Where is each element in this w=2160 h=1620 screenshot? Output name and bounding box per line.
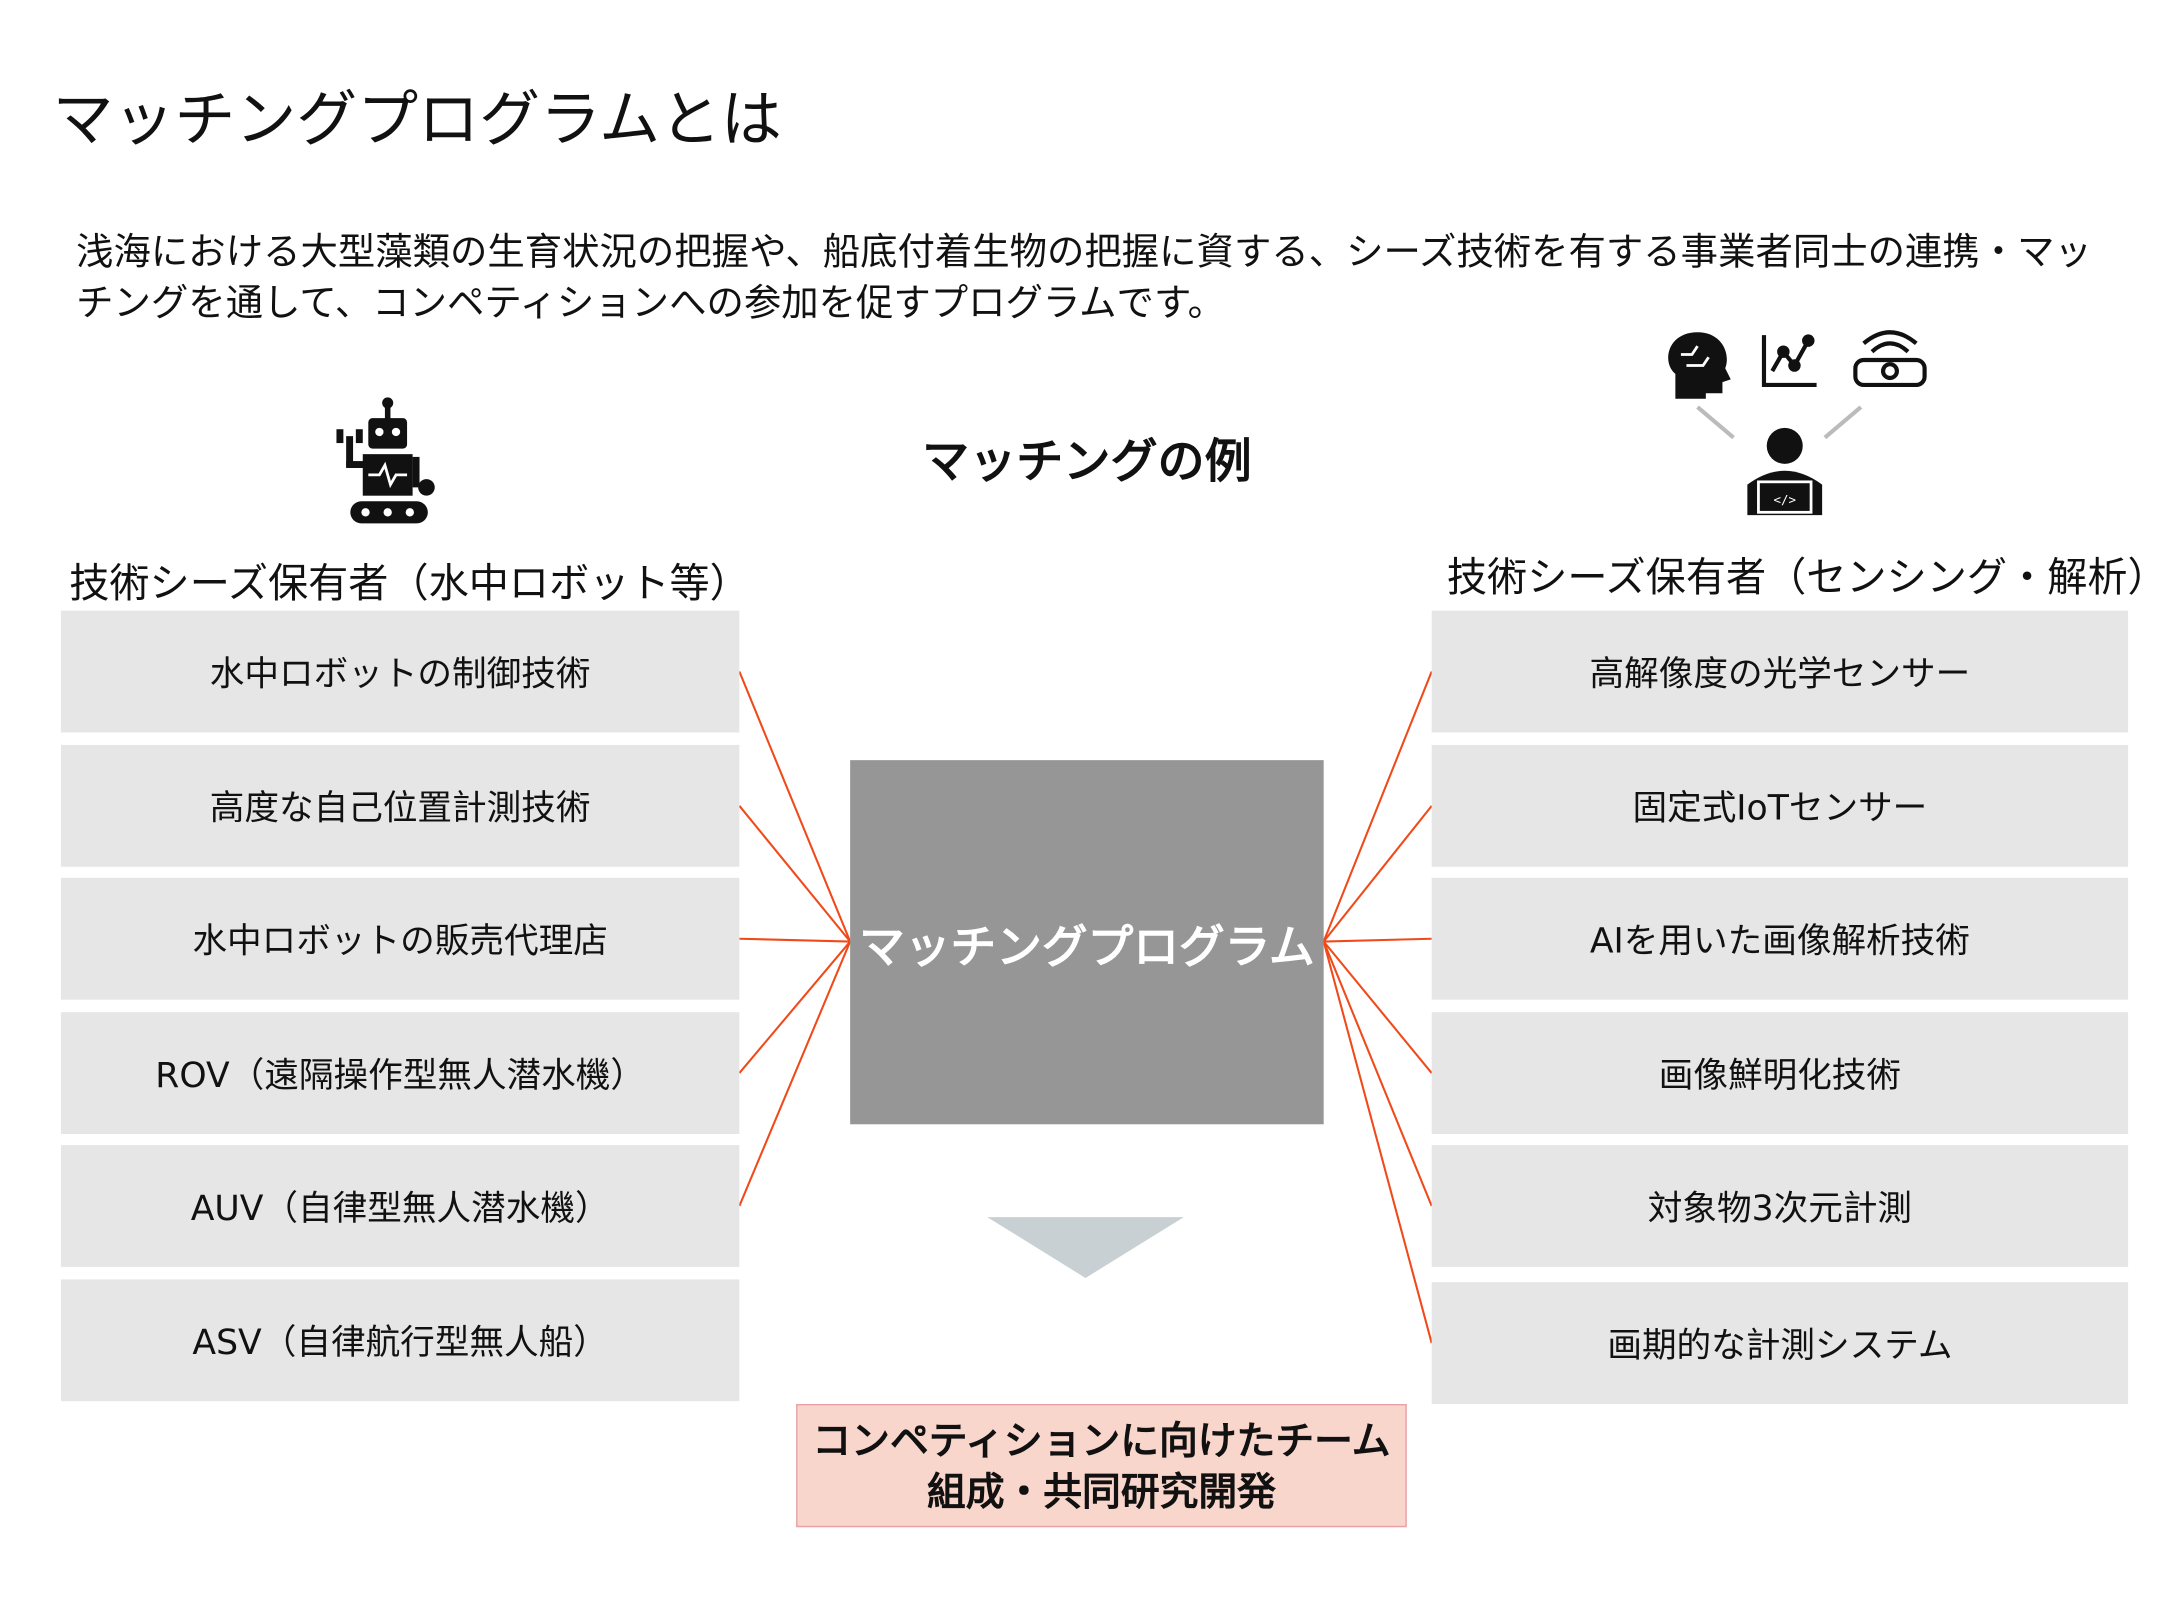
left-item: 水中ロボットの販売代理店 [60,877,740,1000]
vr-headset-icon [1853,330,1927,387]
left-item: ROV（遠隔操作型無人潜水機） [60,1012,740,1134]
left-item: ASV（自律航行型無人船） [60,1279,740,1402]
connector-line [1322,940,1433,1074]
down-arrow-icon [987,1217,1184,1278]
example-heading: マッチングの例 [922,434,1252,491]
connector-line [738,940,851,1074]
matching-program-box: マッチングプログラム [850,760,1324,1125]
result-line-1: コンペティションに向けたチーム [812,1417,1391,1463]
right-item: 対象物3次元計測 [1431,1145,2129,1267]
connector-line [1323,937,1432,943]
right-group-heading: 技術シーズ保有者（センシング・解析） [1446,553,2160,601]
result-line-2: 組成・共同研究開発 [926,1468,1276,1515]
link-line [1823,405,1863,440]
left-item: AUV（自律型無人潜水機） [60,1145,740,1267]
connector-line [1322,941,1433,1344]
right-item: 高解像度の光学センサー [1431,610,2129,733]
left-group-heading: 技術シーズ保有者（水中ロボット等） [69,559,750,607]
intro-text: 浅海における大型藻類の生育状況の把握や、船底付着生物の把握に資する、シーズ技術を… [76,231,2092,326]
right-item: 画期的な計測システム [1431,1282,2129,1404]
connector-line [1322,941,1433,1207]
ai-head-icon [1668,332,1731,399]
connector-line [738,805,851,943]
right-item: AIを用いた画像解析技術 [1431,877,2129,1000]
right-item: 画像鮮明化技術 [1431,1012,2129,1134]
result-box: コンペティションに向けたチーム 組成・共同研究開発 [796,1403,1407,1528]
developer-icon: </> [1747,427,1823,516]
right-item: 固定式IoTセンサー [1431,744,2129,867]
link-line [1696,405,1735,440]
left-item: 高度な自己位置計測技術 [60,744,740,867]
robot-icon [336,397,435,524]
connector-line [1322,805,1433,943]
left-item: 水中ロボットの制御技術 [60,610,740,733]
page-title: マッチングプログラムとは [52,84,782,156]
connector-line [738,941,852,1207]
svg-text:</>: </> [1773,492,1796,507]
connector-line [739,937,851,943]
connector-line [1322,671,1433,942]
connector-line [738,671,852,942]
line-chart-icon [1761,334,1817,387]
